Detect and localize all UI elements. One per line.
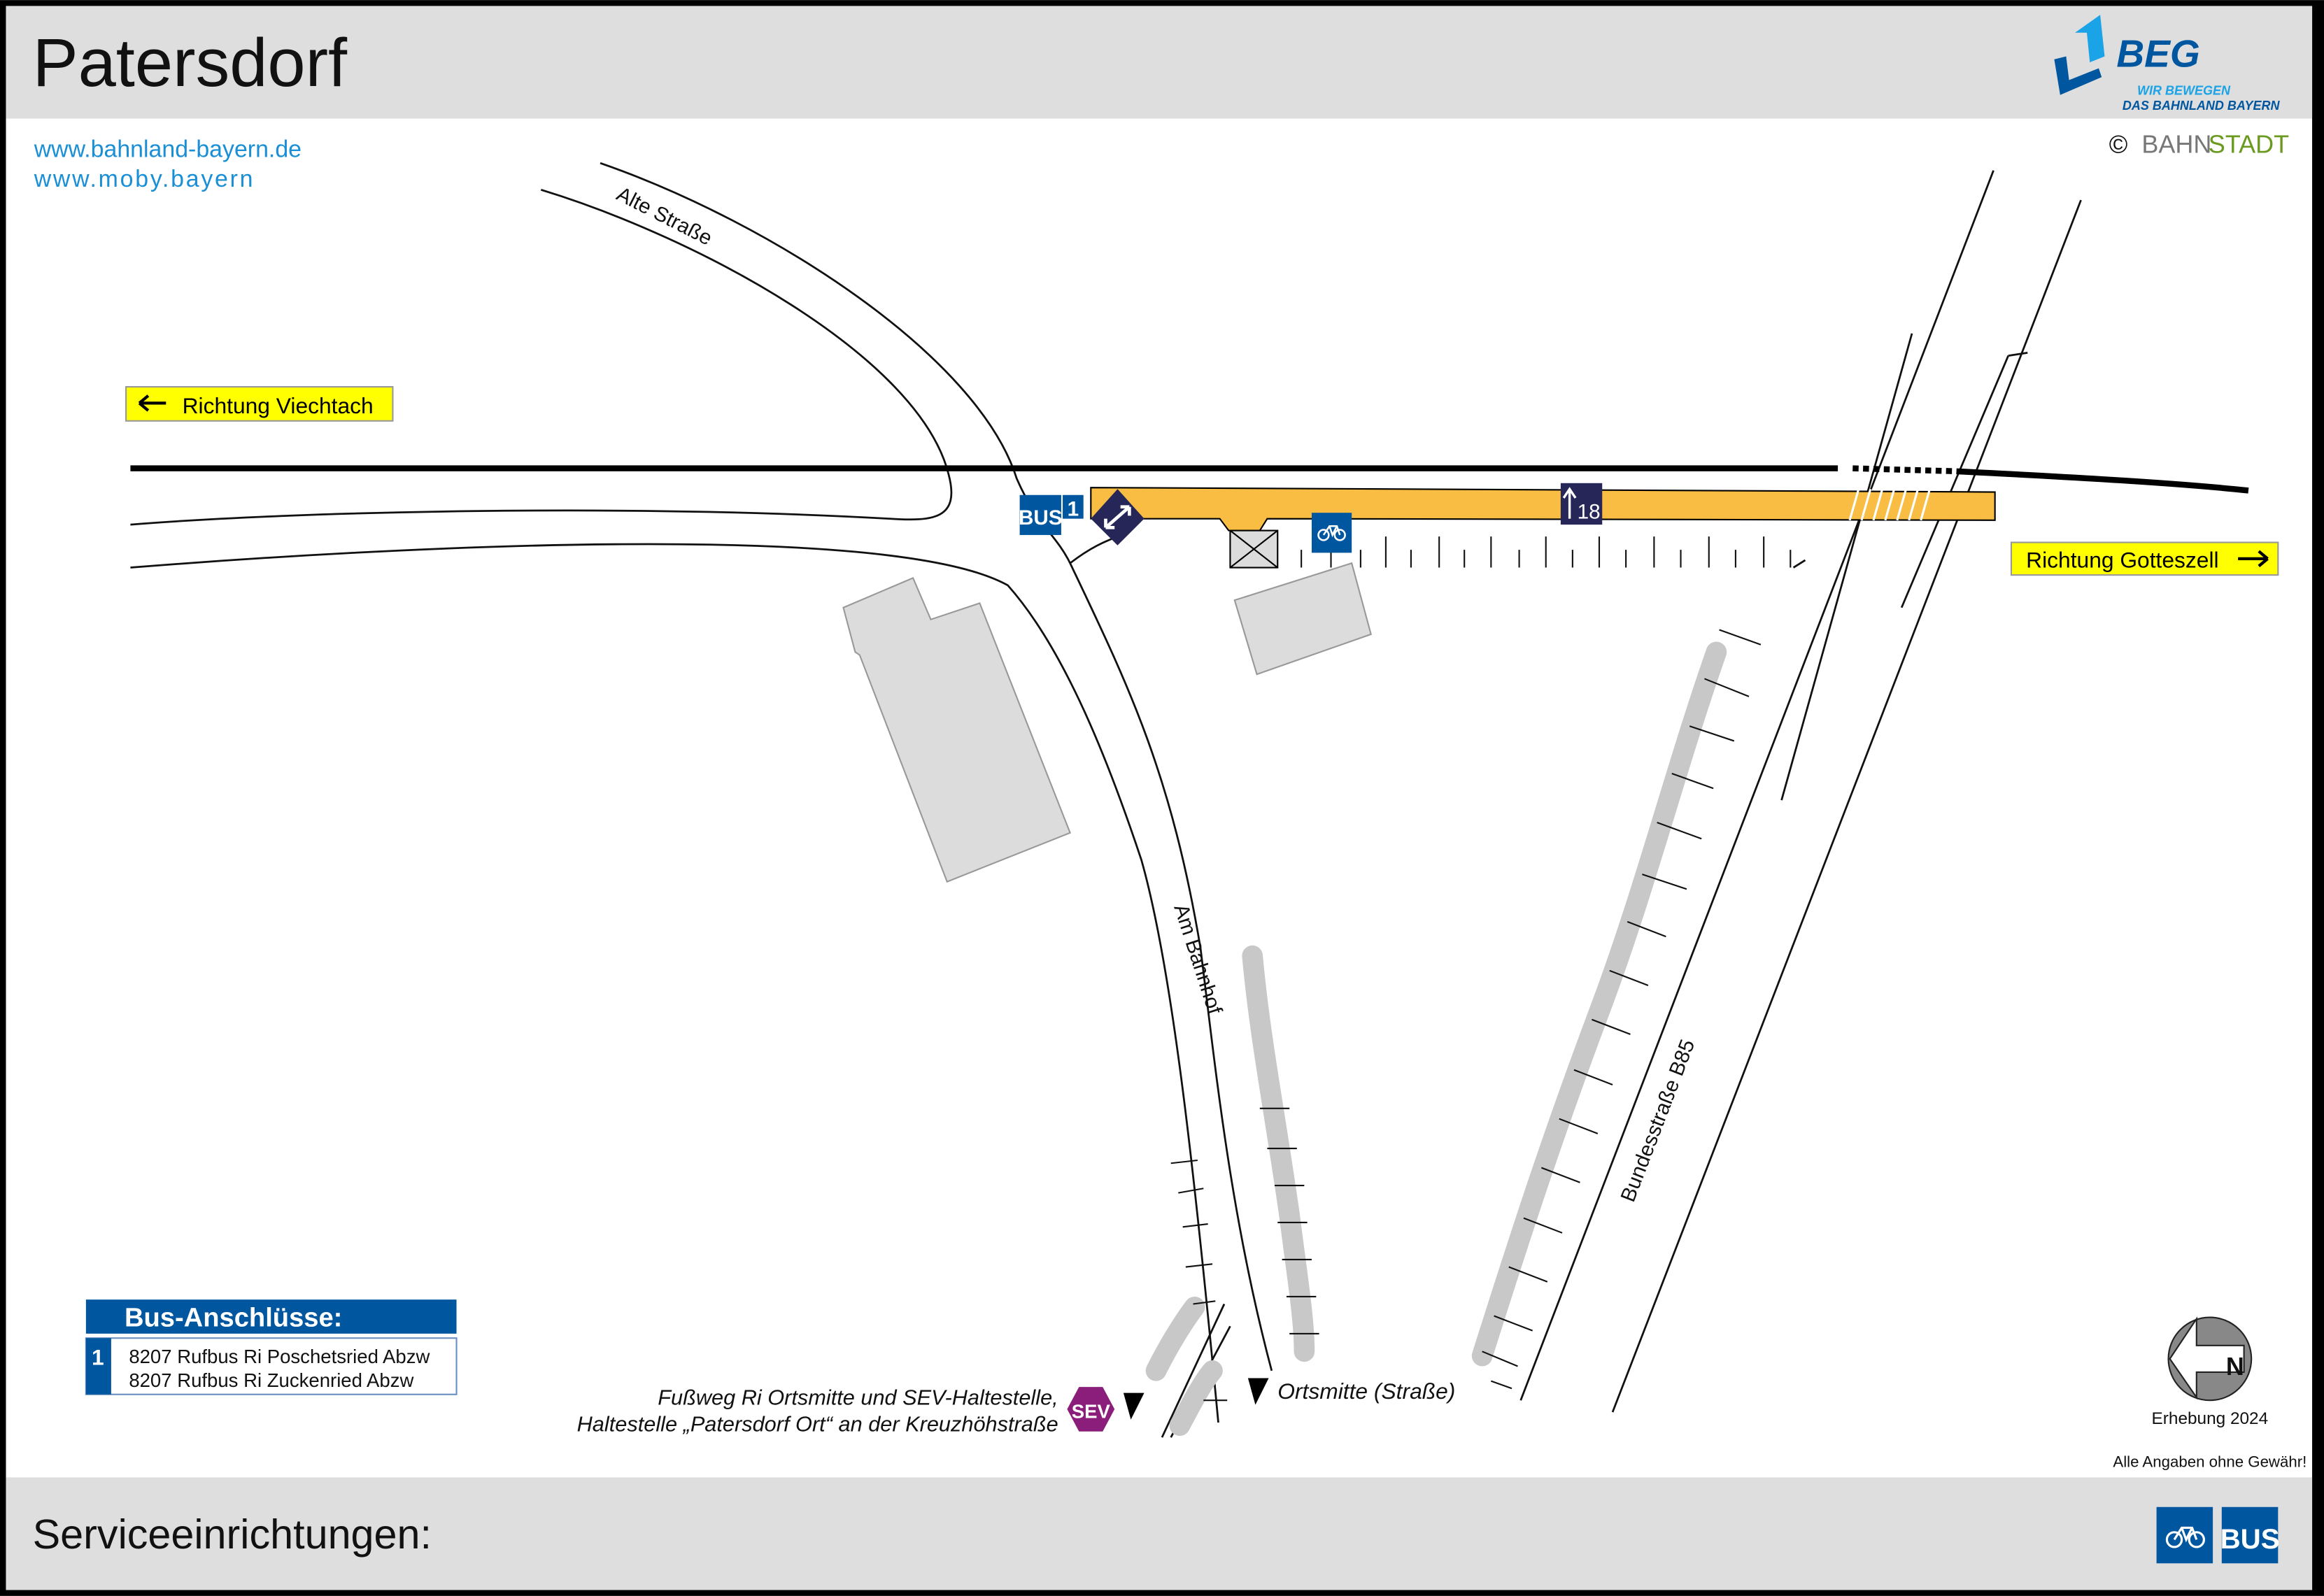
bus-stop-sign[interactable]: BUS <box>1019 494 1063 535</box>
slope-ticks <box>1170 629 1762 1402</box>
svg-text:Richtung Gotteszell: Richtung Gotteszell <box>2026 548 2218 573</box>
svg-text:DAS BAHNLAND BAYERN: DAS BAHNLAND BAYERN <box>2123 99 2281 113</box>
legend-line-number: 1 <box>92 1344 104 1369</box>
platform-crossing-stripes <box>1848 488 1931 521</box>
svg-text:BEG: BEG <box>2116 31 2199 75</box>
svg-text:WIR BEWEGEN: WIR BEWEGEN <box>2137 84 2231 98</box>
parking-ticks <box>1301 536 1792 568</box>
svg-text:BAHN: BAHN <box>2141 129 2211 158</box>
service-bicycle-parking <box>2156 1506 2213 1564</box>
sev-badge: SEV <box>1067 1387 1115 1432</box>
pointer-triangle-icon <box>1123 1392 1145 1420</box>
bus-line-badge: 1 <box>1063 494 1084 520</box>
legend-title: Bus-Anschlüsse: <box>125 1302 342 1332</box>
link-bahnland-bayern[interactable]: www.bahnland-bayern.de <box>34 136 302 163</box>
svg-text:SEV: SEV <box>1072 1401 1111 1423</box>
pointer-triangle-icon <box>1247 1378 1269 1405</box>
link-moby-bayern[interactable]: www.moby.bayern <box>34 166 255 192</box>
bus-connections-legend: Bus-Anschlüsse: 1 8207 Rufbus Ri Poschet… <box>85 1299 458 1395</box>
arrow-right-icon <box>2238 550 2269 568</box>
disclaimer: Alle Angaben ohne Gewähr! <box>2113 1453 2307 1471</box>
legend-entry: 8207 Rufbus Ri Zuckenried Abzw <box>129 1369 413 1391</box>
building <box>842 576 1072 883</box>
platform-number-sign: 18 <box>1560 483 1603 525</box>
building <box>1233 562 1373 676</box>
bicycle-parking-sign <box>1311 513 1352 553</box>
svg-text:18: 18 <box>1578 501 1601 524</box>
svg-text:©: © <box>2109 129 2128 158</box>
box-cross <box>1229 529 1278 569</box>
footpath-line-2: Haltestelle „Patersdorf Ort“ an der Kreu… <box>577 1412 1058 1437</box>
bahnstadt-copyright: © BAHN STADT <box>2109 129 2289 158</box>
footpath-line-1: Fußweg Ri Ortsmitte und SEV-Haltestelle, <box>658 1385 1058 1410</box>
svg-text:Richtung Viechtach: Richtung Viechtach <box>183 393 374 418</box>
svg-text:BUS: BUS <box>1019 506 1063 529</box>
service-bus: BUS <box>2220 1506 2280 1564</box>
hedges <box>1145 641 1727 1437</box>
arrow-left-icon <box>138 394 166 412</box>
page-title: Patersdorf <box>33 24 348 101</box>
footer-band <box>6 1477 2313 1590</box>
header-band <box>6 6 2313 119</box>
north-arrow-compass-icon: N <box>2167 1316 2253 1402</box>
railway-track <box>1956 468 2249 494</box>
bicycle-icon <box>2165 1526 2205 1548</box>
svg-text:1: 1 <box>1068 497 1079 520</box>
bicycle-icon <box>1317 525 1346 541</box>
legend-entry: 8207 Rufbus Ri Poschetsried Abzw <box>129 1346 430 1367</box>
svg-text:N: N <box>2226 1352 2244 1381</box>
svg-text:BUS: BUS <box>2220 1523 2280 1555</box>
direction-viechtach: Richtung Viechtach <box>125 386 394 422</box>
survey-year: Erhebung 2024 <box>2152 1409 2269 1428</box>
services-title: Serviceeinrichtungen: <box>33 1511 432 1558</box>
direction-gotteszell: Richtung Gotteszell <box>2010 541 2279 576</box>
level-access-icon <box>1091 489 1145 546</box>
svg-text:STADT: STADT <box>2209 129 2289 158</box>
level-crossing-track <box>1852 465 1957 475</box>
arrow-up-icon <box>1562 487 1577 519</box>
ortsmitte-label: Ortsmitte (Straße) <box>1277 1378 1455 1404</box>
beg-logo: BEG WIR BEWEGEN DAS BAHNLAND BAYERN <box>2054 15 2281 113</box>
